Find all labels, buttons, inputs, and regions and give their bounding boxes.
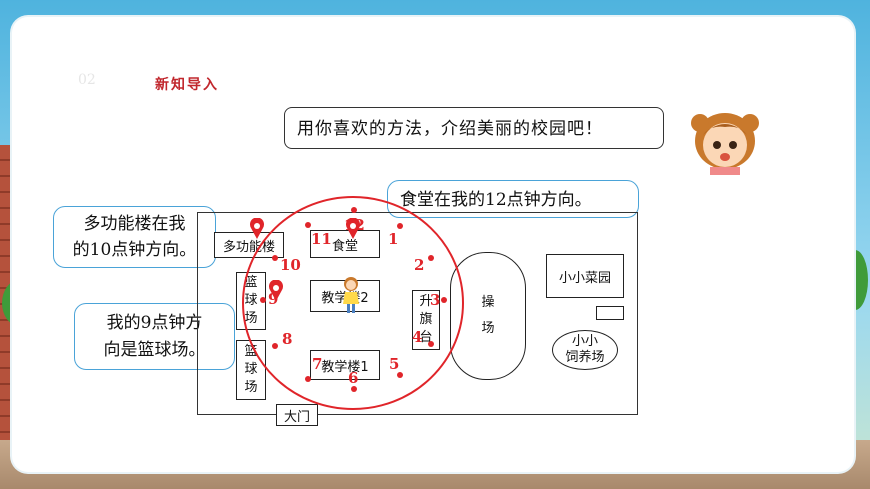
map-flag-platform: 升 旗 台 bbox=[412, 290, 440, 350]
map-vegetable-garden: 小小菜园 bbox=[546, 254, 624, 298]
clock-dot bbox=[397, 223, 403, 229]
clock-number-2: 2 bbox=[414, 256, 425, 274]
clock-dot bbox=[428, 255, 434, 261]
clock-dot bbox=[272, 255, 278, 261]
speech-bubble-intro: 用你喜欢的方法，介绍美丽的校园吧！ bbox=[284, 107, 664, 149]
clock-dot bbox=[351, 207, 357, 213]
clock-number-9: 9 bbox=[268, 290, 279, 308]
clock-circle bbox=[242, 196, 464, 410]
map-basketball-court-2: 篮 球 场 bbox=[236, 340, 266, 400]
map-small-box bbox=[596, 306, 624, 320]
clock-dot bbox=[441, 297, 447, 303]
map-canteen: 食堂 bbox=[310, 230, 380, 258]
clock-dot bbox=[260, 297, 266, 303]
clock-number-4: 4 bbox=[412, 328, 423, 346]
clock-number-5: 5 bbox=[389, 355, 400, 373]
clock-dot bbox=[397, 372, 403, 378]
map-animal-farm: 小小 饲养场 bbox=[552, 330, 618, 370]
speech-bubble-canteen: 食堂在我的12点钟方向。 bbox=[387, 180, 639, 218]
clock-number-6: 6 bbox=[348, 369, 359, 387]
map-gate: 大门 bbox=[276, 404, 318, 426]
clock-dot bbox=[305, 222, 311, 228]
clock-number-8: 8 bbox=[282, 330, 293, 348]
speech-bubble-multi-building: 多功能楼在我 的10点钟方向。 bbox=[53, 206, 216, 268]
speech-line: 向是篮球场。 bbox=[103, 340, 206, 360]
location-pin-icon bbox=[346, 218, 360, 239]
speech-bubble-basketball: 我的9点钟方 向是篮球场。 bbox=[74, 303, 235, 370]
girl-avatar bbox=[691, 113, 759, 175]
speech-text-intro: 用你喜欢的方法，介绍美丽的校园吧！ bbox=[297, 119, 603, 139]
speech-line: 多功能楼在我 bbox=[83, 214, 186, 234]
clock-dot bbox=[305, 376, 311, 382]
map-multi-building: 多功能楼 bbox=[214, 232, 284, 258]
clock-number-10: 10 bbox=[280, 256, 301, 274]
clock-number-3: 3 bbox=[430, 291, 441, 309]
location-pin-icon bbox=[269, 280, 283, 301]
campus-map bbox=[197, 212, 638, 415]
speech-text-canteen: 食堂在我的12点钟方向。 bbox=[400, 190, 592, 210]
clock-dot bbox=[351, 386, 357, 392]
speech-line: 我的9点钟方 bbox=[106, 313, 203, 333]
clock-dot bbox=[428, 341, 434, 347]
section-title: 新知导入 bbox=[155, 77, 219, 93]
girl-figure bbox=[343, 277, 359, 313]
location-pin-icon bbox=[250, 218, 264, 239]
clock-dot bbox=[272, 343, 278, 349]
map-teaching-building-1: 教学楼1 bbox=[310, 350, 380, 380]
section-number: 02 bbox=[78, 72, 96, 88]
clock-number-1: 1 bbox=[388, 230, 399, 248]
clock-number-7: 7 bbox=[312, 355, 323, 373]
speech-line: 的10点钟方向。 bbox=[72, 240, 197, 260]
clock-number-11: 11 bbox=[311, 230, 332, 248]
